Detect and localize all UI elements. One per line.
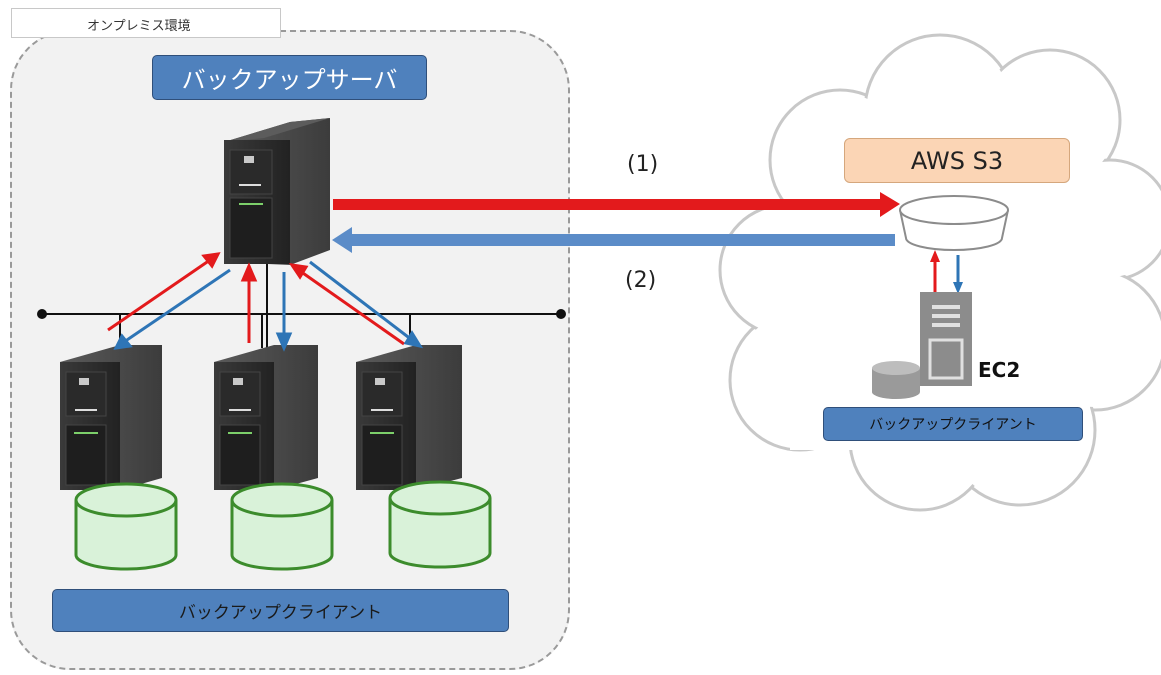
upload-arrow-1 — [333, 192, 900, 217]
onprem-tab-label: オンプレミス環境 — [11, 8, 281, 38]
arrow-label-1: (1) — [627, 152, 659, 177]
client-server-icon — [60, 345, 162, 490]
aws-client-label: バックアップクライアント — [823, 407, 1083, 441]
aws-s3-label: AWS S3 — [844, 138, 1070, 183]
client-server-icon — [214, 345, 318, 490]
network-endpoint-right — [556, 309, 566, 319]
backup-server-icon — [224, 118, 330, 265]
restore-arrow-2 — [332, 227, 895, 253]
client-server-icon — [356, 345, 462, 490]
arrow-label-2: (2) — [625, 268, 657, 293]
backup-server-label: バックアップサーバ — [152, 55, 427, 100]
disk-icon — [230, 482, 334, 571]
s3-bucket-icon — [899, 195, 1009, 251]
ec2-instance-icon — [920, 292, 972, 386]
server-restore-arrows — [113, 260, 424, 352]
ec2-s3-arrows — [930, 250, 963, 294]
ec2-label: EC2 — [978, 358, 1021, 382]
ec2-disk-icon — [872, 361, 920, 399]
client-upload-arrows — [107, 252, 405, 346]
disk-icon — [74, 482, 178, 571]
onprem-client-label: バックアップクライアント — [52, 589, 509, 632]
disk-icon — [388, 480, 492, 569]
network-endpoint-left — [37, 309, 47, 319]
